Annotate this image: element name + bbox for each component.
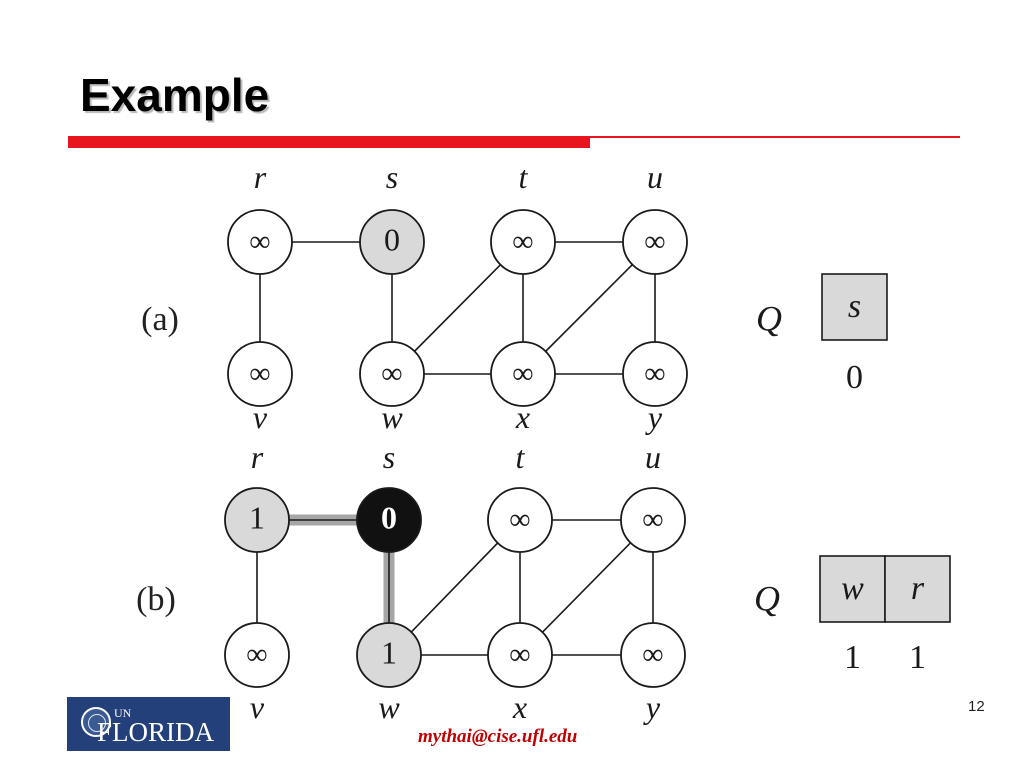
node-v: ∞v [224, 622, 290, 725]
node-circle [490, 341, 556, 407]
node-label: r [251, 439, 264, 475]
node-t: ∞t [490, 159, 556, 275]
node-label: r [254, 159, 267, 195]
node-y: ∞y [620, 622, 686, 725]
logo-name: FLORIDA [97, 717, 215, 747]
node-distance: ∞ [509, 638, 530, 671]
node-label: t [516, 439, 526, 475]
node-u: ∞u [622, 159, 688, 275]
title-underline-thin [590, 136, 960, 138]
node-circle [227, 209, 293, 275]
node-distance: 0 [384, 221, 400, 257]
node-circle [227, 341, 293, 407]
node-s: 0s [356, 439, 422, 553]
queue-cell [819, 555, 886, 623]
node-distance: ∞ [642, 638, 663, 671]
node-t: ∞t [487, 439, 553, 553]
queue-cell-distance: 0 [846, 359, 863, 396]
page-number: 12 [968, 698, 985, 715]
queue-cell-name: s [848, 288, 861, 325]
node-label: u [647, 159, 663, 195]
footer-email: mythai@cise.ufl.edu [418, 726, 578, 747]
node-circle [620, 487, 686, 553]
node-circle [359, 209, 425, 275]
node-circle [224, 622, 290, 688]
node-distance: ∞ [642, 503, 663, 536]
node-label: s [386, 159, 398, 195]
panel-label: (b) [136, 581, 176, 618]
node-circle [487, 622, 553, 688]
node-r: 1r [224, 439, 290, 553]
node-circle [224, 487, 290, 553]
node-label: y [643, 689, 661, 725]
node-distance: 0 [381, 499, 397, 535]
node-circle [620, 622, 686, 688]
node-distance: ∞ [249, 225, 270, 258]
node-v: ∞v [227, 341, 293, 435]
queue-cell-distance: 1 [844, 639, 861, 676]
node-label: y [645, 399, 663, 435]
node-label: w [381, 399, 403, 435]
logo-prefix: UN [114, 706, 132, 720]
node-label: s [383, 439, 395, 475]
slide-title: Example [80, 69, 270, 121]
queue-label: Q [754, 578, 780, 618]
node-distance: 1 [381, 634, 397, 670]
panel-label: (a) [141, 301, 179, 338]
node-distance: ∞ [249, 357, 270, 390]
node-circle [356, 487, 422, 553]
node-label: t [519, 159, 529, 195]
university-of-florida-logo: UN FLORIDA [67, 697, 230, 751]
node-distance: ∞ [246, 638, 267, 671]
node-distance: 1 [249, 499, 265, 535]
node-r: ∞r [227, 159, 293, 275]
node-x: ∞x [487, 622, 553, 725]
node-circle [356, 622, 422, 688]
node-label: x [512, 689, 527, 725]
university-seal-icon [81, 707, 111, 737]
node-label: w [378, 689, 400, 725]
queue-cell-distance: 1 [909, 639, 926, 676]
node-x: ∞x [490, 341, 556, 435]
node-w: ∞w [359, 341, 425, 435]
node-distance: ∞ [512, 357, 533, 390]
node-distance: ∞ [512, 225, 533, 258]
node-circle [622, 209, 688, 275]
queue-label: Q [756, 298, 782, 338]
node-circle [490, 209, 556, 275]
node-u: ∞u [620, 439, 686, 553]
node-y: ∞y [622, 341, 688, 435]
node-w: 1w [356, 622, 422, 725]
node-circle [487, 487, 553, 553]
queue-cell-name: r [911, 570, 925, 607]
node-distance: ∞ [509, 503, 530, 536]
node-label: v [250, 689, 265, 725]
node-distance: ∞ [644, 225, 665, 258]
node-distance: ∞ [644, 357, 665, 390]
node-label: u [645, 439, 661, 475]
title-underline-thick [68, 136, 590, 148]
queue-cell [884, 555, 951, 623]
queue-cell [821, 273, 888, 341]
node-circle [359, 341, 425, 407]
node-distance: ∞ [381, 357, 402, 390]
node-label: v [253, 399, 268, 435]
queue-cell-name: w [841, 570, 864, 607]
node-s: 0s [359, 159, 425, 275]
node-circle [622, 341, 688, 407]
node-label: x [515, 399, 530, 435]
